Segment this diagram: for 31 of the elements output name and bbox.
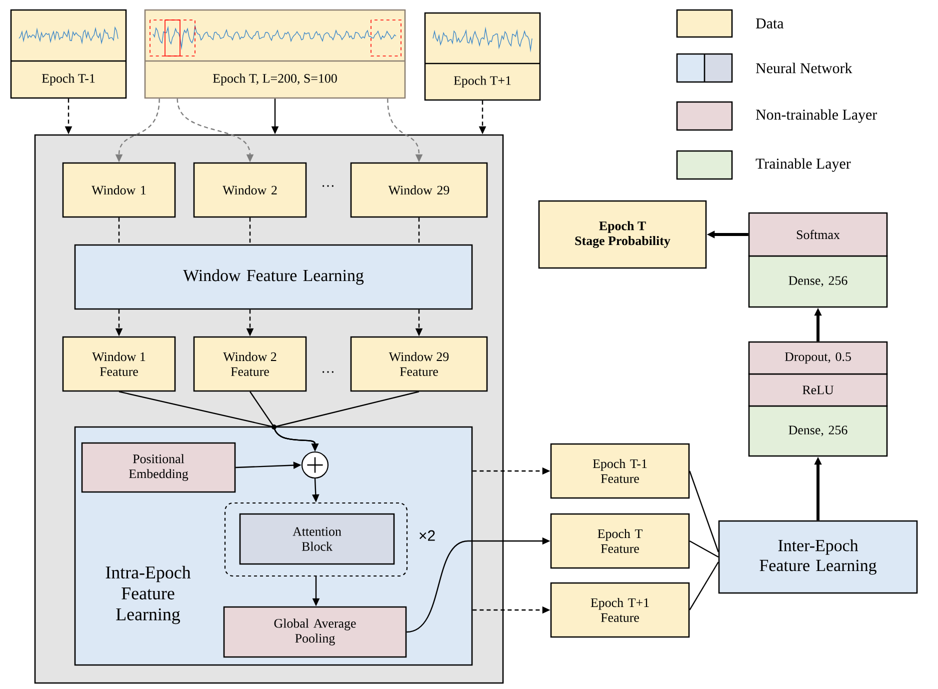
layer-box: Softmax	[748, 212, 888, 257]
legend-label: Non-trainable Layer	[756, 109, 877, 123]
data-box: Epoch T-1 Feature	[550, 443, 690, 499]
layer-box: ReLU	[748, 373, 888, 407]
ellipsis: …	[322, 371, 334, 373]
data-box: Window 2	[193, 162, 307, 218]
network-block: Inter-Epoch Feature Learning	[718, 520, 918, 594]
data-box: Window 1	[62, 162, 176, 218]
layer-box: Dense, 256	[748, 405, 888, 457]
data-box: Window 2 Feature	[193, 336, 307, 392]
attention-block: Attention Block	[239, 513, 395, 565]
layer-box: Global Average Pooling	[223, 606, 407, 658]
layer-box: Dense, 256	[748, 255, 888, 308]
data-box: Epoch T Feature	[550, 513, 690, 569]
data-box: Epoch T-1	[10, 9, 127, 99]
network-block: Window Feature Learning	[74, 244, 473, 310]
legend-label: Trainable Layer	[756, 158, 851, 172]
plus-circle	[301, 451, 329, 479]
ellipsis: …	[322, 185, 334, 187]
data-box: Epoch T+1	[424, 12, 541, 101]
repeat-count: ×2	[420, 530, 435, 541]
data-box: Epoch T+1 Feature	[550, 582, 690, 638]
data-box: Window 1 Feature	[62, 336, 176, 392]
legend-label: Data	[756, 18, 784, 28]
legend-label: Neural Network	[756, 62, 852, 74]
data-box: Window 29 Feature	[350, 336, 488, 392]
data-box: Window 29	[350, 162, 488, 218]
data-box: Epoch T, L=200, S=100	[144, 9, 406, 99]
output-box: Epoch T Stage Probability	[538, 200, 707, 269]
layer-box: Dropout, 0.5	[748, 341, 888, 375]
layer-box: Positional Embedding	[81, 442, 236, 493]
